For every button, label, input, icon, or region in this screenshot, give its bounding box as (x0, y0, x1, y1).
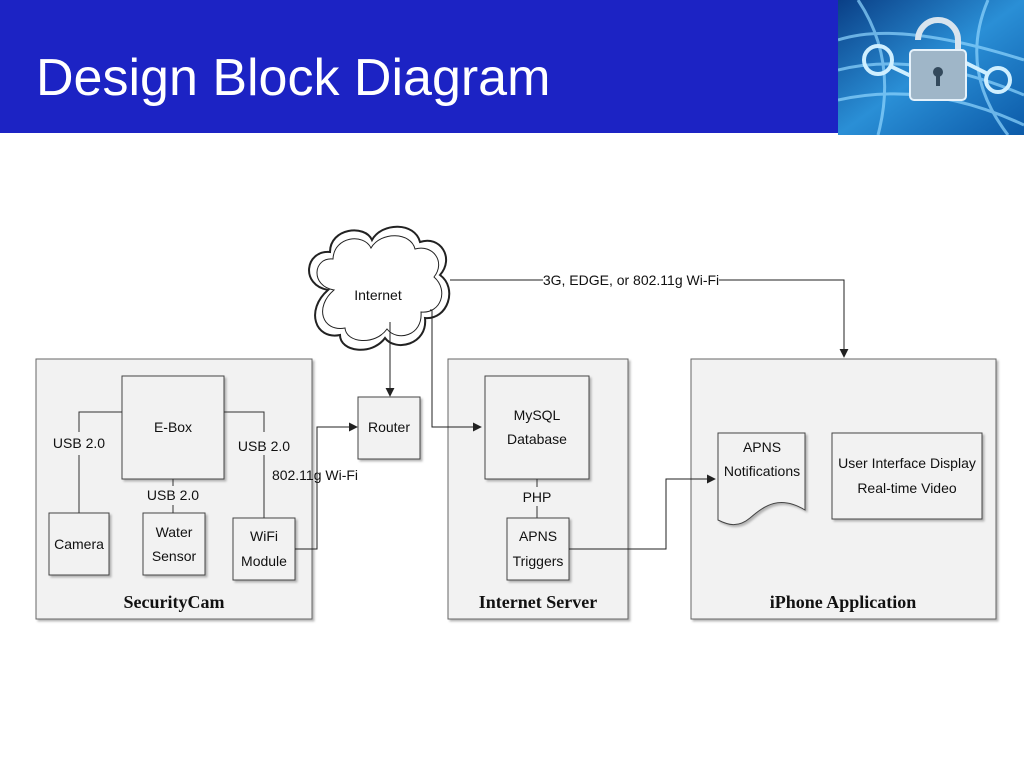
water-sensor-label-1: Water (156, 524, 193, 540)
usb-left-label: USB 2.0 (53, 435, 105, 451)
title-bar (0, 0, 838, 133)
triggers-to-notifications-arrow (569, 474, 716, 550)
securitycam-title: SecurityCam (124, 592, 225, 612)
apns-notifications-label-1: APNS (743, 439, 781, 455)
internet-to-mysql-arrow (430, 309, 482, 432)
usb-right-label: USB 2.0 (238, 438, 290, 454)
security-lock-image (838, 0, 1024, 135)
router-block (357, 396, 421, 460)
mysql-block (484, 375, 590, 480)
mysql-label-2: Database (507, 431, 567, 447)
slide-title: Design Block Diagram (36, 49, 551, 107)
ui-display-block (831, 432, 983, 520)
mobile-link-label: 3G, EDGE, or 802.11g Wi-Fi (543, 272, 719, 288)
wifi-module-block (232, 517, 296, 581)
apns-notifications-document (717, 432, 806, 526)
internet-label: Internet (354, 287, 402, 303)
router-label: Router (368, 419, 410, 435)
ui-display-label-2: Real-time Video (857, 480, 957, 496)
usb-bottom-label: USB 2.0 (147, 487, 199, 503)
internet-cloud (308, 225, 451, 351)
camera-block (48, 512, 110, 576)
usb-left-line-top (78, 411, 122, 432)
internet-server-title: Internet Server (479, 592, 597, 612)
iphone-application-title: iPhone Application (770, 592, 917, 612)
wifi-module-label-1: WiFi (250, 528, 278, 544)
apns-triggers-label-2: Triggers (513, 553, 564, 569)
apns-triggers-label-1: APNS (519, 528, 557, 544)
apns-triggers-block (506, 517, 570, 581)
mobile-link-arrow (719, 279, 849, 358)
camera-label: Camera (54, 536, 104, 552)
usb-right-line-top (224, 411, 265, 432)
mysql-label-1: MySQL (514, 407, 561, 423)
wifi-module-label-2: Module (241, 553, 287, 569)
water-sensor-label-2: Sensor (152, 548, 197, 564)
ebox-label: E-Box (154, 419, 192, 435)
ui-display-label-1: User Interface Display (838, 455, 976, 471)
water-sensor-block (142, 512, 206, 576)
apns-notifications-label-2: Notifications (724, 463, 800, 479)
wifi-to-router-arrow (295, 422, 358, 550)
php-label: PHP (523, 489, 552, 505)
ebox-block (121, 375, 225, 480)
wifi-80211g-label: 802.11g Wi-Fi (272, 467, 358, 483)
padlock-icon (909, 17, 967, 101)
